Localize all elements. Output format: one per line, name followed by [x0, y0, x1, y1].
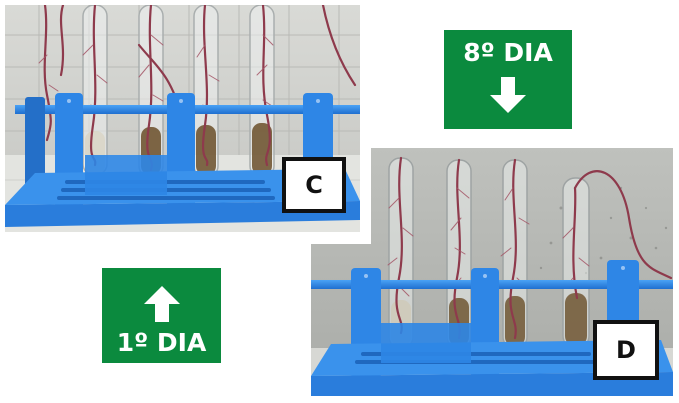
- panel-label-c: C: [282, 157, 346, 213]
- day-8-label: 8º DIA: [463, 38, 553, 67]
- photo-d-image: [311, 148, 673, 396]
- photo-panel-d: [311, 148, 673, 396]
- arrow-down-icon: [490, 77, 526, 113]
- day-1-box: 1º DIA: [102, 268, 221, 363]
- panel-label-d: D: [593, 320, 659, 380]
- day-8-box: 8º DIA: [444, 30, 572, 129]
- day-1-label: 1º DIA: [116, 328, 207, 357]
- arrow-up-icon: [143, 286, 180, 322]
